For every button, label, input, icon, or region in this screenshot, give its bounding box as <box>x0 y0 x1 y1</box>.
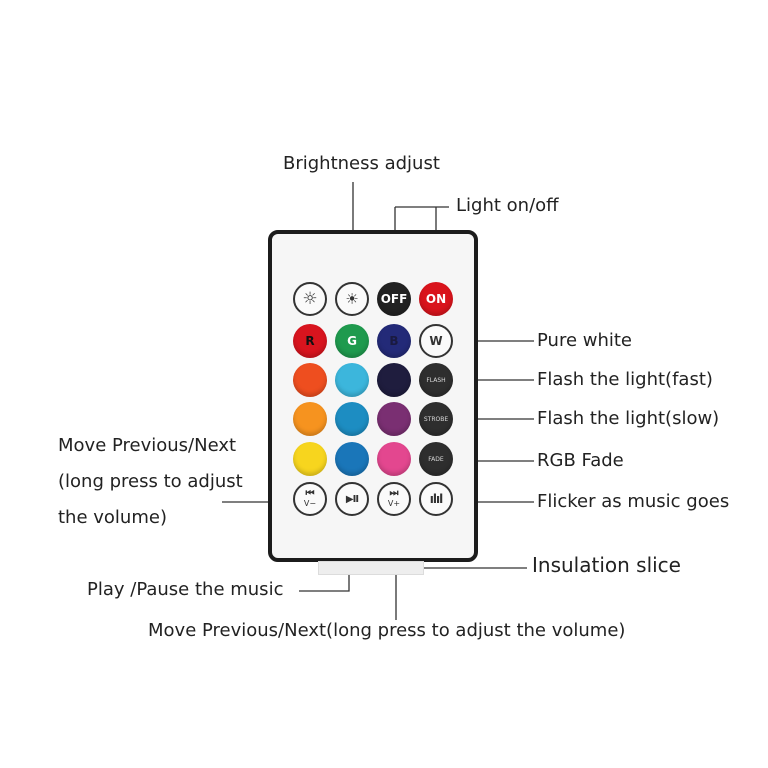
on-button[interactable]: ON <box>419 282 453 316</box>
rgb-fade-button[interactable]: FADE <box>419 442 453 476</box>
play-pause-button[interactable]: ▶II <box>335 482 369 516</box>
light-on-off-label: Light on/off <box>456 195 559 216</box>
brightness-down-button[interactable]: ☼ <box>293 282 327 316</box>
move-prev-next-bottom-label: Move Previous/Next(long press to adjust … <box>148 620 626 641</box>
volume-down-label: V− <box>303 499 317 508</box>
off-button[interactable]: OFF <box>377 282 411 316</box>
color-button-pink[interactable] <box>377 442 411 476</box>
color-button-dark-navy[interactable] <box>377 363 411 397</box>
previous-icon: ⏮ <box>305 488 315 499</box>
blue-button[interactable]: B <box>377 324 411 358</box>
next-icon: ⏭ <box>389 488 399 499</box>
green-button[interactable]: G <box>335 324 369 358</box>
flash-slow-button[interactable]: STROBE <box>419 402 453 436</box>
off-button-label: OFF <box>380 292 408 306</box>
move-prev-next-label-line2: (long press to adjust <box>58 471 243 492</box>
color-button-blue[interactable] <box>335 442 369 476</box>
move-prev-next-label-line3: the volume) <box>58 507 167 528</box>
sun-dim-icon: ☼ <box>302 289 318 309</box>
next-button[interactable]: ⏭ V+ <box>377 482 411 516</box>
brightness-up-button[interactable]: ☀ <box>335 282 369 316</box>
white-button-label: W <box>429 334 443 348</box>
rgb-fade-label: RGB Fade <box>537 450 624 471</box>
move-prev-next-label-line1: Move Previous/Next <box>58 435 237 456</box>
strobe-button-label: STROBE <box>423 415 449 423</box>
red-button-label: R <box>305 334 315 348</box>
previous-button[interactable]: ⏮ V− <box>293 482 327 516</box>
volume-up-label: V+ <box>387 499 401 508</box>
sun-bright-icon: ☀ <box>345 290 359 308</box>
blue-button-label: B <box>389 334 399 348</box>
flash-fast-label: Flash the light(fast) <box>537 369 713 390</box>
fade-button-label: FADE <box>428 455 444 463</box>
color-button-orange-red[interactable] <box>293 363 327 397</box>
music-mode-button[interactable]: ılıl <box>419 482 453 516</box>
color-button-purple[interactable] <box>377 402 411 436</box>
color-button-yellow[interactable] <box>293 442 327 476</box>
play-pause-icon: ▶II <box>345 493 359 505</box>
white-button[interactable]: W <box>419 324 453 358</box>
brightness-adjust-label: Brightness adjust <box>283 153 440 174</box>
flash-fast-button[interactable]: FLASH <box>419 363 453 397</box>
on-button-label: ON <box>425 292 447 306</box>
music-bars-icon: ılıl <box>429 492 443 506</box>
red-button[interactable]: R <box>293 324 327 358</box>
insulation-slice-label: Insulation slice <box>532 553 681 577</box>
color-button-orange[interactable] <box>293 402 327 436</box>
green-button-label: G <box>347 334 357 348</box>
flash-button-label: FLASH <box>426 376 446 384</box>
color-button-light-blue[interactable] <box>335 363 369 397</box>
pure-white-label: Pure white <box>537 330 633 351</box>
color-button-cyan-blue[interactable] <box>335 402 369 436</box>
insulation-slice <box>318 561 424 575</box>
flash-slow-label: Flash the light(slow) <box>537 408 720 429</box>
flicker-music-label: Flicker as music goes <box>537 491 730 512</box>
play-pause-label: Play /Pause the music <box>87 579 284 600</box>
